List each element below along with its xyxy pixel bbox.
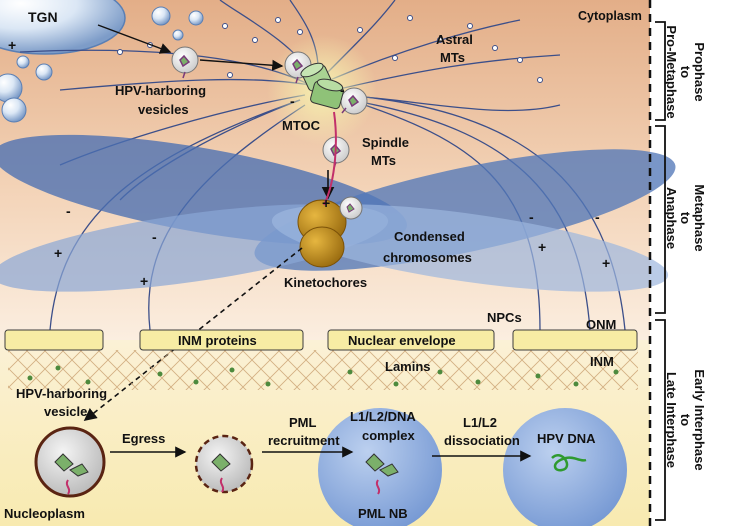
inm-protein-dots <box>27 365 619 387</box>
nuclear-envelope-segment <box>512 329 638 351</box>
label-complex-2: complex <box>362 428 416 443</box>
egress-vesicle <box>194 434 254 494</box>
minus-sign: - <box>595 209 600 225</box>
label-spindle-1: Spindle <box>362 135 409 150</box>
label-cytoplasm: Cytoplasm <box>578 9 642 23</box>
plus-sign: + <box>54 245 62 261</box>
minus-sign: - <box>290 93 295 109</box>
label-pml-nb: PML NB <box>358 506 408 521</box>
hpv-dna-strand <box>551 454 587 472</box>
svg-text:to: to <box>678 414 693 426</box>
nuclear-envelope-segment <box>139 329 304 351</box>
plus-sign: + <box>538 239 546 255</box>
hpv-vesicle-nucleus <box>34 426 106 498</box>
microtubule-plus-ends <box>117 15 543 83</box>
minus-sign: - <box>66 203 71 219</box>
label-mtoc: MTOC <box>282 118 321 133</box>
svg-text:Early Interphase: Early Interphase <box>692 369 707 470</box>
phase-label-metaphase: Metaphase to Anaphase <box>664 184 707 251</box>
spindle-mt <box>323 111 337 206</box>
bracket-prophase <box>655 21 666 121</box>
tgn-bubble <box>172 29 184 41</box>
label-hpv-vesicle-1: HPV-harboring <box>16 386 107 401</box>
label-kinetochores: Kinetochores <box>284 275 367 290</box>
condensed-chromosomes <box>0 134 676 292</box>
mtoc-centrioles <box>300 62 344 110</box>
label-tgn: TGN <box>28 9 58 25</box>
label-inm-proteins: INM proteins <box>178 333 257 348</box>
svg-text:Metaphase: Metaphase <box>692 184 707 251</box>
phase-label-prophase: Prophase to Pro-Metaphase <box>664 25 707 118</box>
pml-nuclear-body-right <box>503 408 627 526</box>
label-inm: INM <box>590 354 614 369</box>
minus-sign: - <box>152 229 157 245</box>
bracket-interphase <box>655 319 666 521</box>
label-condensed-2: chromosomes <box>383 250 472 265</box>
plus-sign: + <box>140 273 148 289</box>
phase-label-interphase: Early Interphase to Late Interphase <box>664 369 707 470</box>
svg-text:to: to <box>678 212 693 224</box>
svg-text:Anaphase: Anaphase <box>664 187 679 249</box>
hpv-vesicle-kinetochore <box>339 196 363 220</box>
plus-sign: + <box>8 37 16 53</box>
label-hpv-vesicle-2: vesicle <box>44 404 87 419</box>
label-complex-1: L1/L2/DNA <box>350 409 416 424</box>
tgn-organelle <box>0 0 126 55</box>
plus-sign: + <box>322 195 330 211</box>
bracket-metaphase <box>655 125 666 314</box>
plus-sign: + <box>602 255 610 271</box>
svg-text:Prophase: Prophase <box>692 42 707 101</box>
label-astral-1: Astral <box>436 32 473 47</box>
svg-text:Late Interphase: Late Interphase <box>664 372 679 468</box>
label-condensed-1: Condensed <box>394 229 465 244</box>
hpv-vesicle-cytoplasm <box>171 46 199 79</box>
hpv-vesicle-cytoplasm <box>340 87 368 115</box>
label-spindle-2: MTs <box>371 153 396 168</box>
minus-sign: - <box>529 209 534 225</box>
label-egress: Egress <box>122 431 165 446</box>
minus-sign: - <box>340 82 345 98</box>
svg-text:to: to <box>678 66 693 78</box>
label-onm: ONM <box>586 317 616 332</box>
label-hpv-dna: HPV DNA <box>537 431 596 446</box>
label-nucleoplasm: Nucleoplasm <box>4 506 85 521</box>
label-hpv-vesicles-2: vesicles <box>138 102 189 117</box>
label-nuclear-envelope: Nuclear envelope <box>348 333 456 348</box>
tgn-bubble <box>151 6 171 26</box>
label-hpv-vesicles-1: HPV-harboring <box>115 83 206 98</box>
lamina-network <box>8 350 638 390</box>
label-pml-rec-1: PML <box>289 415 317 430</box>
l1l2-dna-complex <box>365 453 399 495</box>
label-l1l2-1: L1/L2 <box>463 415 497 430</box>
svg-text:Pro-Metaphase: Pro-Metaphase <box>664 25 679 118</box>
label-astral-2: MTs <box>440 50 465 65</box>
vesicle-to-mtoc-arrow <box>199 59 284 71</box>
label-npcs: NPCs <box>487 310 522 325</box>
nuclear-envelope-segment <box>4 329 104 351</box>
tgn-arrow <box>97 24 172 54</box>
tgn-bubble <box>16 55 30 69</box>
tgn-bubble <box>188 10 204 26</box>
label-lamins: Lamins <box>385 359 431 374</box>
tgn-bubble <box>1 97 27 123</box>
label-pml-rec-2: recruitment <box>268 433 340 448</box>
tgn-bubble <box>35 63 53 81</box>
kinetochores-body <box>297 199 347 268</box>
nuclear-envelope-segment <box>327 329 495 351</box>
label-l1l2-2: dissociation <box>444 433 520 448</box>
